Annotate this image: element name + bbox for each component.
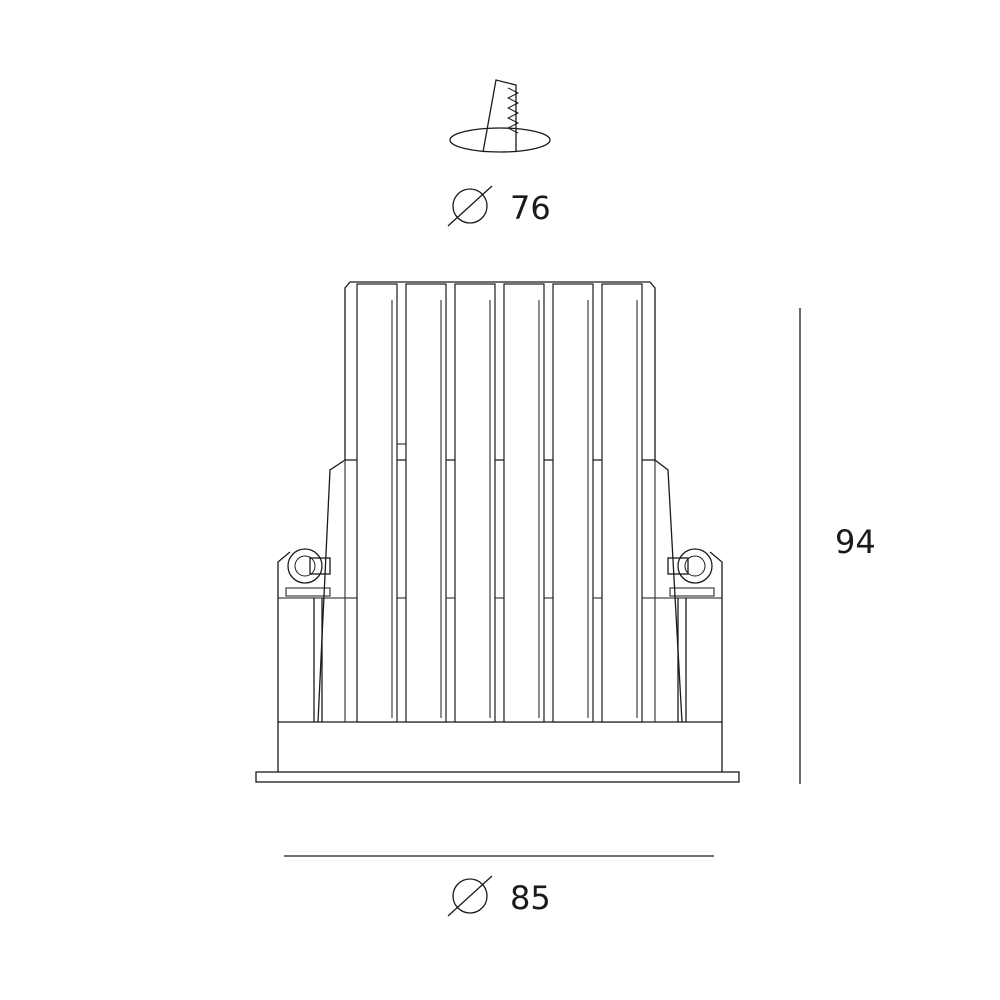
- diameter-icon: [447, 185, 493, 227]
- diameter-icon: [447, 875, 493, 917]
- height-dimension: 94: [799, 308, 876, 784]
- downlight-body: [255, 281, 740, 783]
- ceiling-cutout-icon: [449, 79, 551, 153]
- right-spring-clip: [667, 548, 713, 584]
- left-spring-clip: [287, 548, 331, 584]
- height-value: 94: [835, 523, 876, 561]
- cutout-dimension: 76: [447, 185, 551, 227]
- bezel-flange: [255, 771, 740, 783]
- outer-dimension: 85: [284, 855, 714, 917]
- cutout-diameter-value: 76: [510, 189, 551, 227]
- outer-diameter-value: 85: [510, 879, 551, 917]
